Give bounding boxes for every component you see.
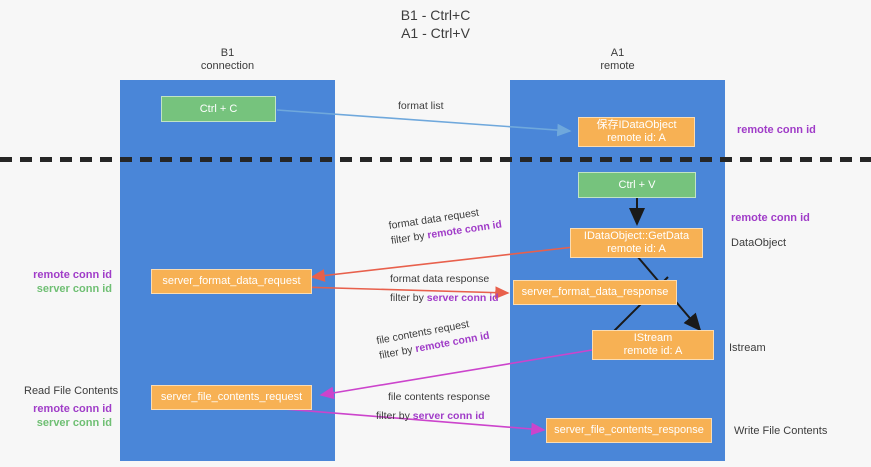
legend-server-conn-id: server conn id: [36, 283, 112, 295]
box-ctrl-c[interactable]: Ctrl + C: [161, 96, 276, 122]
label-istream: Istream: [729, 342, 766, 354]
label-write-file-contents: Write File Contents: [734, 425, 828, 437]
filter-by-text: filter by: [390, 292, 427, 304]
box-save-idataobject[interactable]: 保存IDataObject remote id: A: [578, 117, 695, 147]
page-title: B1 - Ctrl+C A1 - Ctrl+V: [400, 7, 471, 41]
column-header-b1: B1 connection: [200, 47, 255, 72]
box-server-format-data-response[interactable]: server_format_data_response: [513, 280, 677, 305]
phase-separator: [0, 157, 871, 162]
arrow-label-format-list: format list: [398, 99, 444, 114]
box-istream[interactable]: IStream remote id: A: [592, 330, 714, 360]
label-remote-conn-id-top: remote conn id: [737, 124, 816, 136]
legend-conn-ids-top: remote conn id server conn id: [0, 268, 112, 296]
arrow-label-format-data-response-line1: format data response: [390, 273, 490, 285]
server-conn-id-highlight: server conn id: [426, 292, 499, 304]
legend-remote-conn-id: remote conn id: [33, 269, 112, 281]
legend-server-conn-id: server conn id: [36, 417, 112, 429]
column-header-a1: A1 remote: [600, 47, 635, 72]
legend-remote-conn-id: remote conn id: [33, 403, 112, 415]
label-remote-conn-id-mid: remote conn id: [731, 212, 810, 224]
arrow-label-format-data-response: format data response filter by server co…: [390, 272, 499, 306]
box-server-file-contents-request[interactable]: server_file_contents_request: [151, 385, 312, 410]
arrow-label-file-contents-request: file contents request filter by remote c…: [375, 314, 491, 364]
arrow-label-file-contents-response: file contents response filter by server …: [376, 390, 491, 424]
label-read-file-contents: Read File Contents: [24, 385, 119, 397]
filter-by-text: filter by: [376, 410, 413, 422]
arrow-label-file-contents-response-line2: filter by server conn id: [376, 409, 490, 424]
arrow-label-format-data-request: format data request filter by remote con…: [388, 203, 503, 249]
arrow-label-format-data-response-line2: filter by server conn id: [390, 291, 499, 306]
box-server-format-data-request[interactable]: server_format_data_request: [151, 269, 312, 294]
arrow-label-format-list-line1: format list: [398, 100, 444, 112]
arrow-label-file-contents-response-line1: file contents response: [388, 391, 491, 403]
label-dataobject: DataObject: [731, 237, 787, 249]
server-conn-id-highlight: server conn id: [412, 410, 485, 422]
filter-by-text: filter by: [390, 229, 429, 247]
box-idataobject-getdata[interactable]: IDataObject::GetData remote id: A: [570, 228, 703, 258]
legend-conn-ids-bottom: remote conn id server conn id: [0, 402, 112, 430]
box-ctrl-v[interactable]: Ctrl + V: [578, 172, 696, 198]
box-server-file-contents-response[interactable]: server_file_contents_response: [546, 418, 712, 443]
